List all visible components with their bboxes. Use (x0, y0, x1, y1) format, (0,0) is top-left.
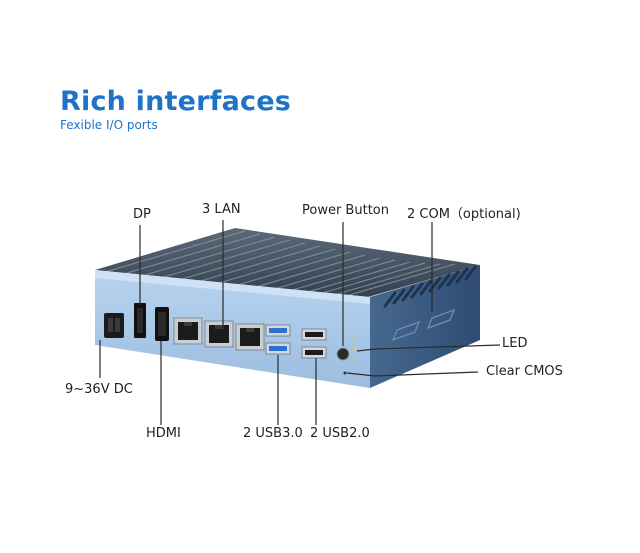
dc-power-jack (104, 313, 124, 338)
label-usb2: 2 USB2.0 (310, 426, 370, 441)
power-button (336, 347, 350, 361)
label-lan: 3 LAN (202, 202, 241, 217)
label-dc-input: 9~36V DC (65, 382, 133, 397)
label-power-button: Power Button (302, 203, 389, 218)
chassis-side (370, 265, 480, 388)
page-title: Rich interfaces (60, 86, 292, 117)
usb3-ports (265, 324, 291, 355)
label-dp: DP (133, 207, 151, 222)
label-com: 2 COM（optional) (407, 207, 521, 222)
hdmi-port (155, 307, 169, 341)
clear-cmos-pinhole (343, 371, 347, 375)
label-clear-cmos: Clear CMOS (486, 364, 563, 379)
usb2-ports (301, 328, 327, 359)
status-leds (353, 336, 356, 359)
com-port-cutout (391, 308, 456, 342)
leader-lines (99, 220, 501, 425)
label-usb3: 2 USB3.0 (243, 426, 303, 441)
label-led: LED (502, 336, 528, 351)
page-subtitle: Fexible I/O ports (60, 118, 158, 132)
dp-port (134, 303, 146, 338)
lan-ports (173, 317, 265, 351)
label-hdmi: HDMI (146, 426, 181, 441)
